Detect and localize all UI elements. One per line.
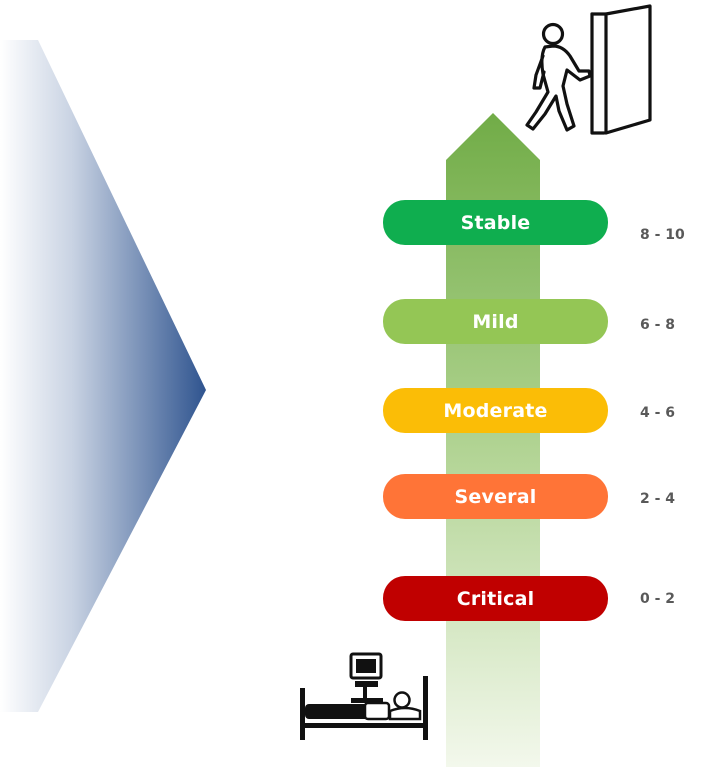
level-pill-critical: Critical — [383, 576, 608, 621]
level-range-several: 2 - 4 — [640, 490, 676, 507]
patient-in-hospital-bed-icon — [300, 652, 428, 740]
level-range-critical: 0 - 2 — [640, 590, 676, 607]
chevron-arrow-shape — [0, 40, 206, 712]
level-pill-moderate: Moderate — [383, 388, 608, 433]
level-range-mild: 6 - 8 — [640, 316, 676, 333]
level-pill-several: Several — [383, 474, 608, 519]
level-pill-mild: Mild — [383, 299, 608, 344]
level-range-stable: 8 - 10 — [640, 226, 685, 243]
level-pill-stable: Stable — [383, 200, 608, 245]
person-exiting-door-icon — [525, 4, 652, 135]
level-range-moderate: 4 - 6 — [640, 404, 676, 421]
